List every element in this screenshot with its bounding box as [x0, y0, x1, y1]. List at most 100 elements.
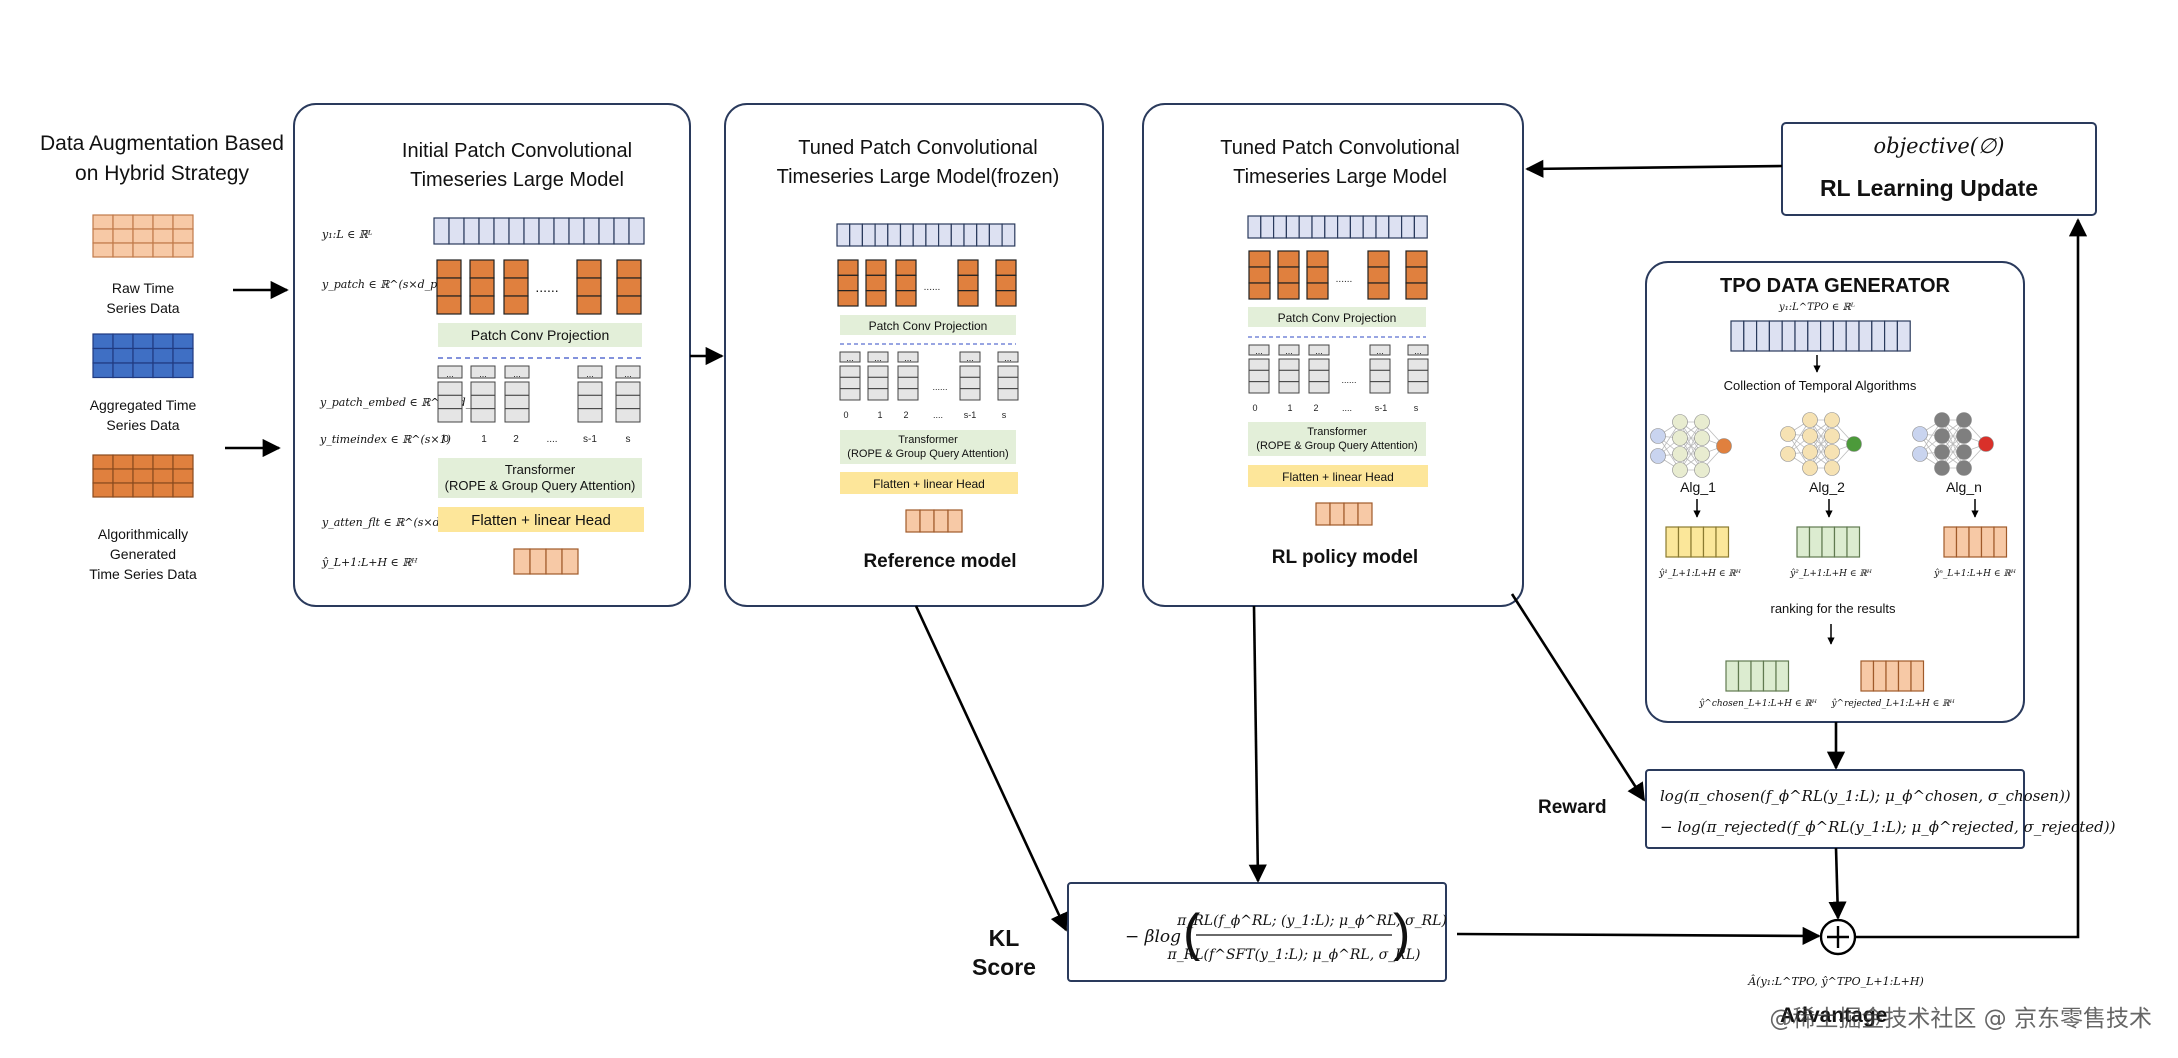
svg-text:...: ...: [586, 369, 594, 379]
reference-output-cells: [905, 509, 963, 533]
kl-close-paren: ): [1393, 904, 1410, 962]
kl-label-line1: KL: [989, 925, 1020, 951]
svg-text:...: ...: [624, 369, 632, 379]
policy-flatten-label: Flatten + linear Head: [1282, 470, 1394, 484]
kl-prefix: − βlog: [1125, 927, 1181, 947]
arrow-reward-to-sum: [1828, 847, 1847, 920]
policy-transformer-line1: Transformer: [1307, 426, 1367, 438]
agg-label-line1: Aggregated Time: [90, 397, 197, 413]
svg-text:...: ...: [1285, 346, 1293, 356]
policy-transformer-line2: (ROPE & Group Query Attention): [1256, 440, 1417, 452]
kl-formula-box: − βlog ( π_RL(f_ϕ^RL; (y_1:L); μ_ϕ^RL, σ…: [1067, 882, 1447, 982]
policy-patch-conv-band: [1248, 307, 1426, 327]
algn-output-label: ŷⁿ_L+1:L+H ∈ ℝᴴ: [1933, 568, 2017, 579]
aggregated-time-series-grid: [92, 333, 194, 379]
reference-transformer-line1: Transformer: [898, 434, 958, 446]
svg-text:...: ...: [1004, 353, 1012, 363]
svg-text:....: ....: [1342, 403, 1352, 413]
alg1-output-label: ŷ¹_L+1:L+H ∈ ℝᴴ: [1658, 568, 1742, 579]
svg-text:....: ....: [546, 434, 557, 445]
algorithmic-time-series-grid: [92, 454, 194, 498]
kl-open-paren: (: [1183, 904, 1201, 962]
policy-patch-conv-label: Patch Conv Projection: [1278, 311, 1397, 325]
raw-time-series-grid: [92, 214, 194, 258]
svg-text:0: 0: [443, 434, 449, 445]
svg-text:....: ....: [933, 410, 943, 420]
svg-text:2: 2: [513, 434, 519, 445]
svg-text:1: 1: [481, 434, 487, 445]
reference-input-strip: [836, 223, 1016, 247]
alg2-output-label: ŷ²_L+1:L+H ∈ ℝᴴ: [1789, 568, 1873, 579]
reference-title-line1: Tuned Patch Convolutional: [798, 137, 1037, 159]
label-y-out: ŷ_L+1:L+H ∈ ℝᴴ: [321, 556, 418, 569]
reference-flatten-label: Flatten + linear Head: [873, 477, 985, 491]
reference-embedding-columns: .....................: [839, 351, 1019, 401]
input-series-strip: [433, 217, 645, 245]
reward-formula-line2: − log(π_rejected(f_ϕ^RL(y_1:L); μ_ϕ^reje…: [1660, 818, 2116, 836]
flatten-label: Flatten + linear Head: [471, 512, 611, 529]
algn-output-cells: [1943, 526, 2008, 558]
output-cells: [513, 548, 579, 575]
arrow-sum-to-update: [1855, 218, 2088, 939]
svg-text:...: ...: [1255, 346, 1263, 356]
alg-label-line1: Algorithmically: [98, 526, 188, 542]
alg1-output-cells: [1665, 526, 1730, 558]
alg2-output-cells: [1796, 526, 1861, 558]
svg-text:......: ......: [924, 282, 941, 293]
arrow-policy-to-reward: [1510, 593, 1646, 802]
svg-text:......: ......: [1336, 274, 1353, 285]
label-y-timeindex: y_timeindex ∈ ℝ^(s×1): [319, 433, 451, 446]
reference-transformer-line2: (ROPE & Group Query Attention): [847, 448, 1008, 460]
reward-formula-line1: log(π_chosen(f_ϕ^RL(y_1:L); μ_ϕ^chosen, …: [1660, 787, 2071, 805]
svg-text:0: 0: [843, 410, 848, 420]
label-y-atten: y_atten_flt ∈ ℝ^(s×d_e): [321, 516, 456, 529]
policy-transformer-band: [1248, 422, 1426, 456]
augmentation-title-line1: Data Augmentation Based: [40, 132, 284, 155]
svg-text:2: 2: [903, 410, 908, 420]
policy-title-line1: Tuned Patch Convolutional: [1220, 137, 1459, 159]
rl-update-box: objective(∅) RL Learning Update: [1781, 122, 2097, 216]
svg-text:...: ...: [1376, 346, 1384, 356]
tpo-collection-label: Collection of Temporal Algorithms: [1724, 378, 1917, 393]
arrow-reference-to-kl: [914, 605, 1068, 932]
neural-network-icon-algn: [1912, 412, 1994, 476]
alg1-label: Alg_1: [1680, 479, 1716, 495]
svg-text:s: s: [1414, 403, 1419, 413]
initial-title-line1: Initial Patch Convolutional: [402, 140, 632, 162]
kl-denominator: π_RL(f^SFT(y_1:L); μ_ϕ^RL, σ_RL): [1167, 947, 1421, 963]
rejected-output-cells: [1860, 660, 1925, 692]
transformer-label-line2: (ROPE & Group Query Attention): [445, 478, 636, 493]
patch-dots: ......: [535, 279, 558, 295]
policy-output-cells: [1315, 502, 1373, 526]
ranking-label: ranking for the results: [1770, 601, 1896, 616]
embedding-columns: ...............: [437, 365, 641, 423]
svg-text:0: 0: [1252, 403, 1257, 413]
svg-text:...: ...: [1414, 346, 1422, 356]
reference-patch-conv-band: [840, 315, 1016, 335]
policy-input-strip: [1247, 215, 1428, 239]
initial-model-box: Initial Patch Convolutional Timeseries L…: [293, 103, 691, 607]
transformer-label-line1: Transformer: [505, 462, 576, 477]
svg-text:1: 1: [1287, 403, 1292, 413]
svg-text:...: ...: [513, 369, 521, 379]
alg-label-line3: Time Series Data: [89, 566, 197, 582]
data-augmentation-section: Data Augmentation Based on Hybrid Strate…: [40, 132, 289, 582]
policy-caption: RL policy model: [1272, 547, 1418, 568]
raw-label-line2: Series Data: [106, 300, 179, 316]
policy-embedding-columns: .....................: [1248, 344, 1429, 394]
alg2-label: Alg_2: [1809, 479, 1845, 495]
svg-text:s-1: s-1: [583, 434, 597, 445]
svg-text:...: ...: [846, 353, 854, 363]
raw-label-line1: Raw Time: [112, 280, 174, 296]
svg-text:...: ...: [874, 353, 882, 363]
policy-title-line2: Timeseries Large Model: [1233, 166, 1447, 188]
reference-model-box: Tuned Patch Convolutional Timeseries Lar…: [724, 103, 1104, 607]
tpo-input-label: y₁:L^TPO ∈ ℝᴸ: [1778, 302, 1855, 313]
reference-title-line2: Timeseries Large Model(frozen): [777, 166, 1060, 188]
policy-flatten-band: [1248, 465, 1428, 487]
reference-caption: Reference model: [863, 551, 1016, 572]
rejected-label: ŷ^rejected_L+1:L+H ∈ ℝᴴ: [1830, 698, 1955, 709]
svg-text:......: ......: [1341, 375, 1356, 385]
